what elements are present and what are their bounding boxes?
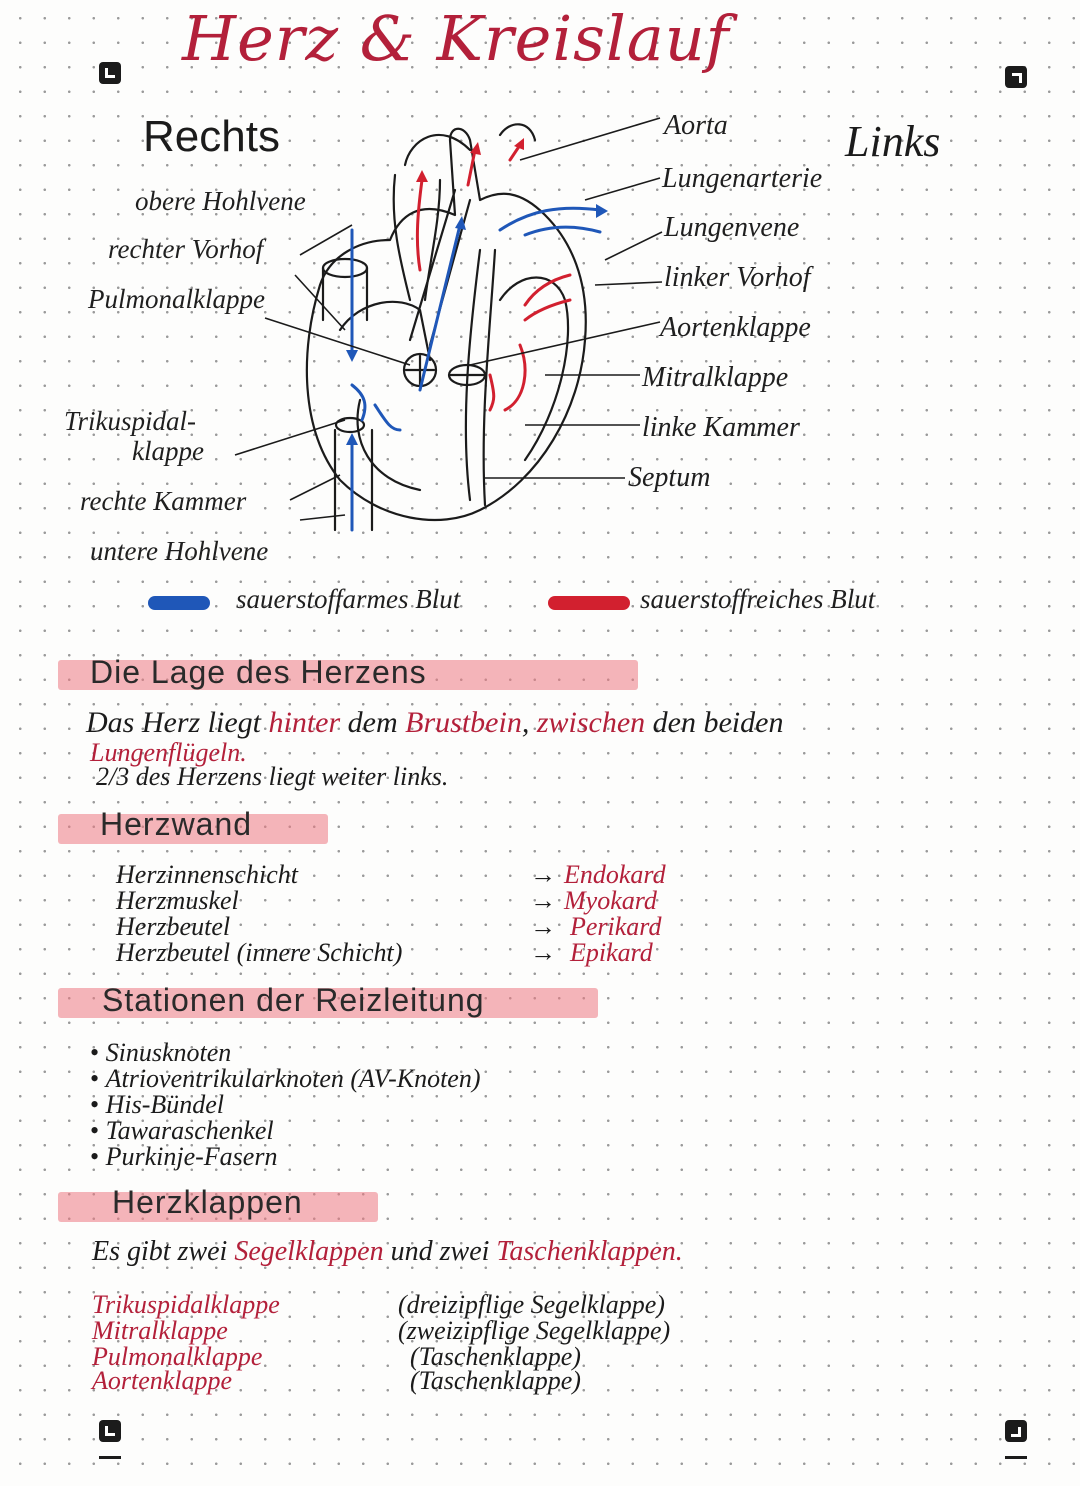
herzwand-term-1: Herzmuskel (116, 886, 239, 915)
side-heading-right: Rechts (143, 112, 280, 161)
lage-line1-d: Brustbein (405, 706, 522, 739)
section-title-herzwand: Herzwand (100, 806, 253, 842)
herzklappen-name-3: Aortenklappe (92, 1366, 233, 1395)
highlight-herzwand (58, 814, 328, 844)
label-trikuspidal-line1: Trikuspidal- (64, 406, 197, 436)
herzwand-arrow-2: → (530, 912, 556, 941)
herzklappen-name-0: Trikuspidalklappe (92, 1290, 280, 1319)
herzklappen-intro-a: Es gibt zwei (92, 1236, 235, 1267)
herzklappen-name-2: Pulmonalklappe (92, 1342, 263, 1371)
lage-line1: Das Herz liegt hinter dem Brustbein, zwi… (86, 706, 783, 740)
herzwand-latin-1: Myokard (564, 886, 657, 915)
herzwand-arrow-3: → (530, 938, 556, 967)
herzklappen-desc-1: (zweizipflige Segelklappe) (398, 1316, 671, 1345)
aorta-arch (403, 133, 472, 167)
herzwand-arrow-1: → (530, 886, 556, 915)
heart-outline (305, 127, 587, 522)
legend-red-swatch (548, 596, 630, 610)
lage-line1-c: dem (340, 706, 406, 739)
highlight-reizleitung (58, 988, 598, 1018)
corner-marker-bottom-left-icon (99, 1420, 121, 1442)
herzwand-latin-2: Perikard (570, 912, 662, 941)
herzklappen-name-1: Mitralklappe (92, 1316, 228, 1345)
corner-marker-bottom-right-icon (1005, 1420, 1027, 1442)
legend-blue-swatch (148, 596, 210, 610)
highlight-herzklappen (58, 1192, 378, 1222)
label-linke-kammer: linke Kammer (642, 412, 800, 443)
herzklappen-desc-0: (dreizipflige Segelklappe) (398, 1290, 665, 1319)
label-aortenklappe: Aortenklappe (660, 312, 811, 343)
label-linker-vorhof: linker Vorhof (664, 262, 811, 293)
label-lungenarterie: Lungenarterie (662, 163, 823, 194)
lage-line1-f: zwischen (536, 706, 646, 739)
reizleitung-item-1: Atrioventrikularknoten (AV-Knoten) (90, 1064, 481, 1094)
label-aorta: Aorta (664, 110, 728, 141)
lage-line1-g: den beiden (645, 706, 784, 739)
legend-red-label: sauerstoffreiches Blut (640, 584, 876, 614)
lage-line1-e: , (521, 706, 537, 739)
page-title: Herz & Kreislauf (182, 2, 730, 75)
label-lungenvene: Lungenvene (664, 212, 800, 243)
label-pulmonalklappe: Pulmonalklappe (88, 284, 265, 314)
herzklappen-intro: Es gibt zwei Segelklappen und zwei Tasch… (92, 1236, 683, 1268)
herzwand-term-2: Herzbeutel (116, 912, 231, 941)
section-title-lage: Die Lage des Herzens (90, 654, 427, 690)
lage-line1-b: hinter (268, 706, 341, 739)
herzwand-term-0: Herzinnenschicht (116, 860, 298, 889)
reizleitung-item-3: Tawaraschenkel (90, 1116, 274, 1146)
section-title-reizleitung: Stationen der Reizleitung (102, 982, 485, 1018)
reizleitung-item-0: Sinusknoten (90, 1038, 232, 1068)
reizleitung-item-2: His-Bündel (90, 1090, 224, 1120)
herzklappen-intro-c: und zwei (383, 1236, 497, 1267)
corner-marker-top-left-icon (99, 62, 121, 84)
herzwand-arrow-0: → (530, 860, 556, 889)
label-trikuspidal-line2: klappe (132, 436, 204, 466)
herzklappen-desc-3: (Taschenklappe) (410, 1366, 581, 1395)
legend-blue-label: sauerstoffarmes Blut (236, 584, 461, 614)
label-mitralklappe: Mitralklappe (642, 362, 789, 393)
corner-marker-top-right-icon (1005, 66, 1027, 88)
herzklappen-intro-b: Segelklappen (234, 1236, 384, 1267)
herzwand-latin-3: Epikard (570, 938, 653, 967)
lage-line2: Lungenflügeln. (90, 738, 247, 767)
herzklappen-desc-2: (Taschenklappe) (410, 1342, 581, 1371)
tricuspid-valve (334, 416, 366, 434)
lage-line1-a: Das Herz liegt (86, 706, 269, 739)
herzwand-latin-0: Endokard (564, 860, 666, 889)
label-untere-hohlvene: untere Hohlvene (90, 536, 269, 566)
reizleitung-item-4: Purkinje-Fasern (90, 1142, 278, 1172)
corner-marker-bottom-right-line (1005, 1456, 1027, 1459)
section-title-herzklappen: Herzklappen (112, 1184, 303, 1220)
label-septum: Septum (628, 462, 711, 493)
label-rechter-vorhof: rechter Vorhof (108, 234, 264, 264)
label-obere-hohlvene: obere Hohlvene (135, 186, 306, 216)
heart-diagram (234, 117, 663, 532)
side-heading-left: Links (845, 117, 941, 166)
herzklappen-intro-d: Taschenklappen. (496, 1236, 683, 1267)
corner-marker-bottom-left-line (99, 1456, 121, 1459)
herzwand-term-3: Herzbeutel (innere Schicht) (116, 938, 403, 967)
highlight-lage (58, 660, 638, 690)
label-rechte-kammer: rechte Kammer (80, 486, 247, 516)
lage-line3: 2/3 des Herzens liegt weiter links. (96, 762, 449, 791)
